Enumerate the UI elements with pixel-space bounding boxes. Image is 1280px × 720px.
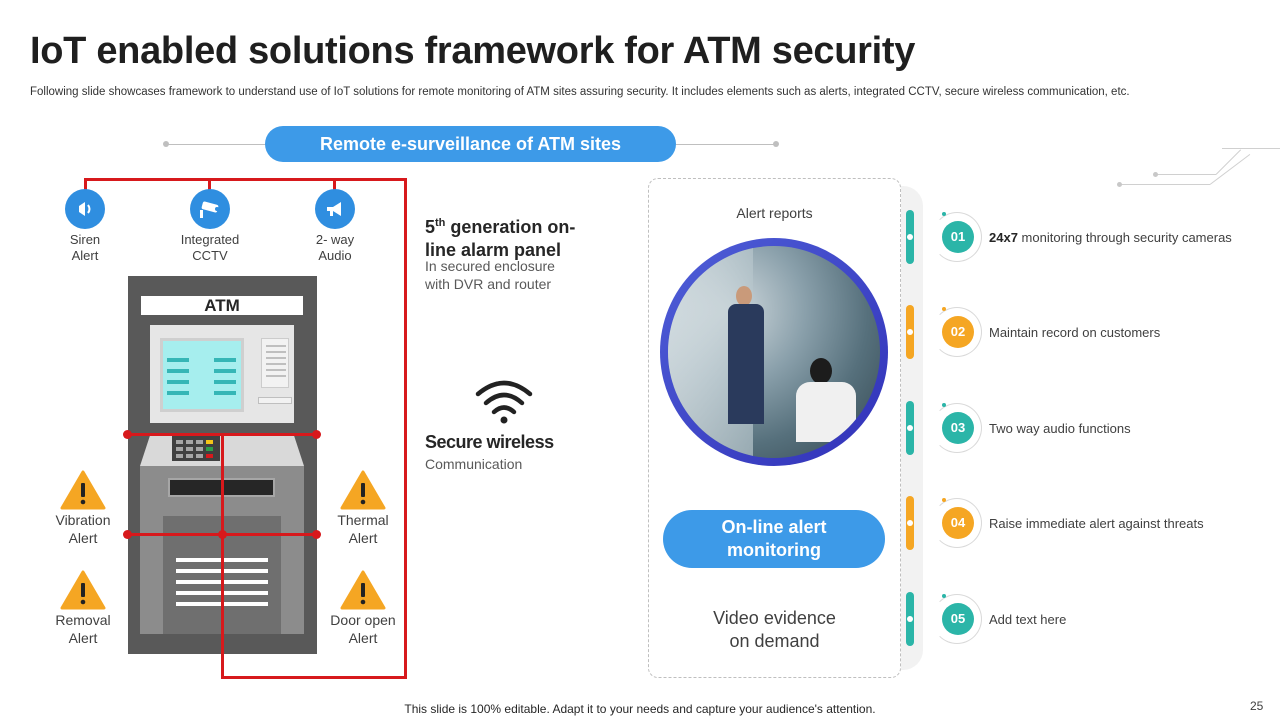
atm-screen [160,338,244,412]
feature-text: Two way audio functions [989,421,1131,436]
atm-label: ATM [141,296,303,315]
atm-receipt-panel [261,338,289,388]
wifi-icon [475,380,533,424]
cctv-camera-icon [190,189,230,229]
sensor-node [123,530,132,539]
sensor-wire [221,433,224,679]
atm-keypad [172,436,220,461]
wire [333,178,336,190]
footer-note: This slide is 100% editable. Adapt it to… [404,702,876,716]
sensor-node [312,530,321,539]
page-number: 25 [1250,699,1264,713]
vibration-alert-label: Vibration Alert [55,512,111,546]
alarm-panel-subtitle: In secured enclosure with DVR and router [425,258,555,292]
decor-dot [1153,172,1158,177]
remote-surveillance-banner: Remote e-surveillance of ATM sites [265,126,676,162]
feature-text: Maintain record on customers [989,325,1161,340]
feature-number: 04 [942,507,974,539]
page-title: IoT enabled solutions framework for ATM … [30,30,916,72]
secure-wireless-subtitle: Communication [425,456,523,472]
banner-dot-right [773,141,779,147]
feature-text: Raise immediate alert against threats [989,516,1204,531]
decor-line [1156,174,1216,175]
siren-icon [65,189,105,229]
page-subtitle: Following slide showcases framework to u… [30,86,1130,98]
meeting-photo [660,238,888,466]
wire [404,178,407,679]
decor-line [1120,184,1210,185]
online-alert-monitoring-button: On-line alert monitoring [663,510,885,568]
decor-line [1222,148,1280,149]
sensor-node [312,430,321,439]
feature-number: 05 [942,603,974,635]
alarm-panel-title: 5th generation on-line alarm panel [425,217,576,260]
siren-alert-label: Siren Alert [69,232,101,263]
video-evidence-label: Video evidence on demand [713,608,836,651]
vibration-warning-icon [60,470,106,510]
banner-line-left [166,144,266,145]
sensor-node [123,430,132,439]
wire [208,178,211,190]
feature-text: Add text here [989,612,1067,627]
removal-alert-label: Removal Alert [55,612,111,646]
banner-dot-left [163,141,169,147]
secure-wireless-title: Secure wireless [425,432,554,452]
decor-dot [1117,182,1122,187]
alert-reports-label: Alert reports [736,205,813,221]
atm-card-slot [258,397,292,404]
feature-number: 02 [942,316,974,348]
thermal-warning-icon [340,470,386,510]
removal-warning-icon [60,570,106,610]
integrated-cctv-label: Integrated CCTV [180,232,240,263]
megaphone-icon [315,189,355,229]
wire [84,178,87,190]
wire [221,676,407,679]
banner-line-right [676,144,776,145]
sensor-node [218,530,227,539]
two-way-audio-label: 2- way Audio [315,232,355,263]
feature-number: 03 [942,412,974,444]
feature-number: 01 [942,221,974,253]
wire [84,178,407,181]
door-open-warning-icon [340,570,386,610]
thermal-alert-label: Thermal Alert [337,512,389,546]
door-open-alert-label: Door open Alert [330,612,396,646]
feature-text: 24x7 monitoring through security cameras [989,230,1232,245]
